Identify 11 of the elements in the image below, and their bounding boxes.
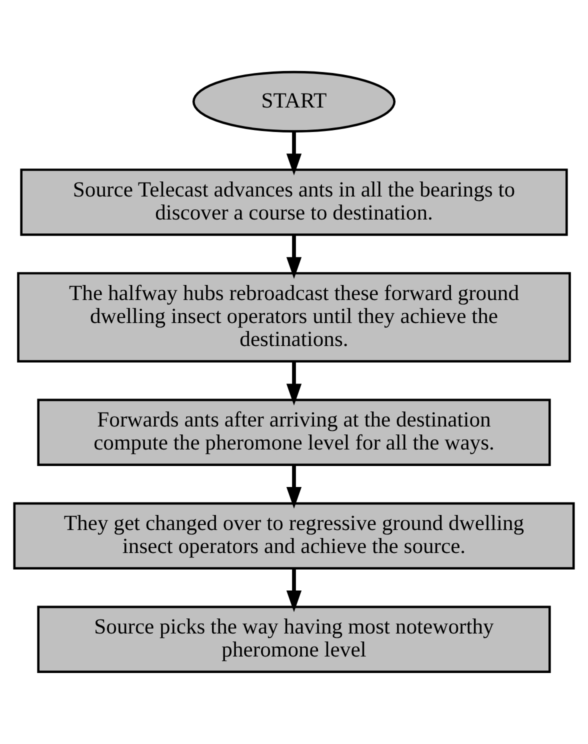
arrow [286,131,302,176]
arrow [286,362,302,406]
node-box: Source Telecast advances ants in all the bearings to discover a course to destination. [20,168,568,236]
arrow [286,465,302,509]
arrow [286,568,302,612]
arrow [286,234,302,279]
node-ellipse: START [192,70,396,132]
node-box: The halfway hubs rebroadcast these forward ground dwelling insect operators until they achieve the destinations. [17,272,571,362]
node-box: Source picks the way having most noteworthy pheromone level [37,606,551,673]
node-box: Forwards ants after arriving at the destination compute the pheromone level for all the ways. [37,398,551,466]
node-box: They get changed over to regressive ground dwelling insect operators and achieve the source. [13,502,575,570]
